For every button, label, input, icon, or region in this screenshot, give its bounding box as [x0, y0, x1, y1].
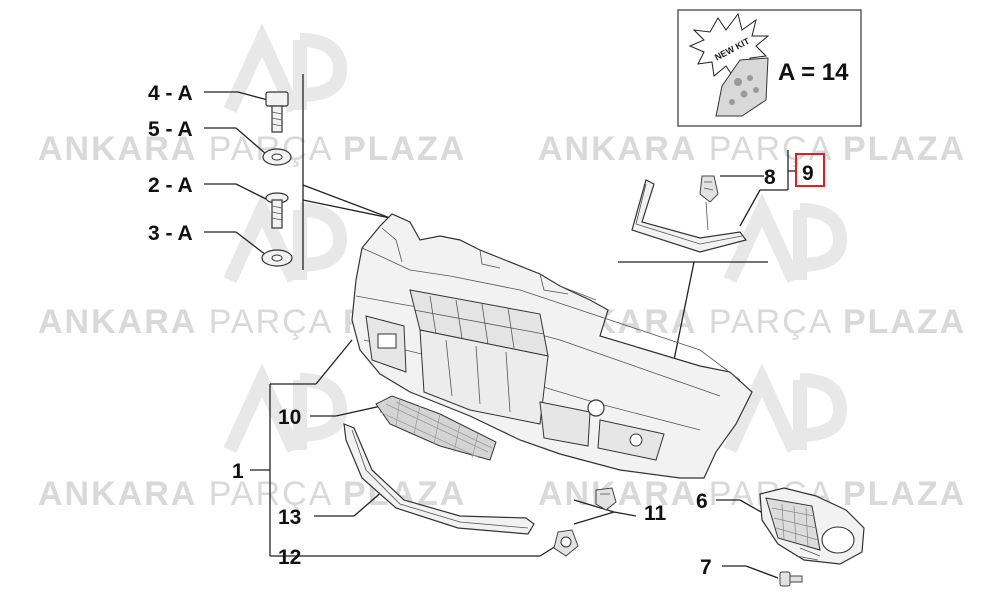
screw-7-icon	[779, 571, 803, 587]
kit-parts-bag-icon	[715, 57, 769, 117]
callout-11: 11	[644, 502, 667, 525]
callout-13: 13	[278, 506, 301, 529]
watermark-row3-left: ANKARA PARÇA PLAZA	[38, 475, 466, 513]
tow-hook-cover	[587, 399, 605, 417]
lower-spoiler-13	[343, 423, 535, 535]
fastener-parts	[261, 91, 293, 267]
leader-lines	[204, 74, 796, 579]
callout-12: 12	[278, 546, 301, 569]
callout-3: 3 - A	[148, 222, 193, 245]
callout-8: 8	[764, 166, 776, 189]
callout-7: 7	[700, 556, 712, 579]
front-bumper-1	[351, 213, 753, 479]
washer-3-icon	[261, 249, 293, 267]
callout-9: 9	[802, 162, 814, 185]
center-air-intake	[419, 329, 549, 425]
callout-6: 6	[696, 490, 708, 513]
left-fog-recess	[365, 315, 407, 373]
washer-5-icon	[262, 148, 292, 166]
chrome-trim-8	[631, 179, 748, 253]
clip-11-icon	[595, 487, 617, 511]
bolt-2-icon	[265, 192, 289, 229]
watermark-row1-right: ANKARA PARÇA PLAZA	[538, 130, 966, 168]
tow-cap-12-icon	[553, 529, 579, 557]
upper-grille-slots	[409, 289, 549, 357]
highlight-box-9	[795, 153, 825, 187]
callout-labels: 4 - A 5 - A 2 - A 3 - A 8 9 10 1 13 12 1…	[148, 82, 825, 579]
watermarks: ANKARA PARÇA PLAZA ANKARA PARÇA PLAZA AN…	[38, 23, 966, 513]
watermark-row1-left: ANKARA PARÇA PLAZA	[38, 130, 466, 168]
callout-2: 2 - A	[148, 174, 193, 197]
fog-grille-6	[759, 487, 865, 565]
bolt-4-icon	[265, 91, 289, 133]
callout-10: 10	[278, 406, 301, 429]
callout-5: 5 - A	[148, 118, 193, 141]
right-fog-recess	[539, 401, 665, 461]
clip-9-icon	[699, 175, 719, 231]
kit-box: NEW KIT A = 14	[677, 9, 862, 127]
callout-4: 4 - A	[148, 82, 193, 105]
callout-1: 1	[232, 460, 244, 483]
mesh-grille-10	[375, 395, 497, 461]
kit-equation: A = 14	[778, 59, 849, 86]
